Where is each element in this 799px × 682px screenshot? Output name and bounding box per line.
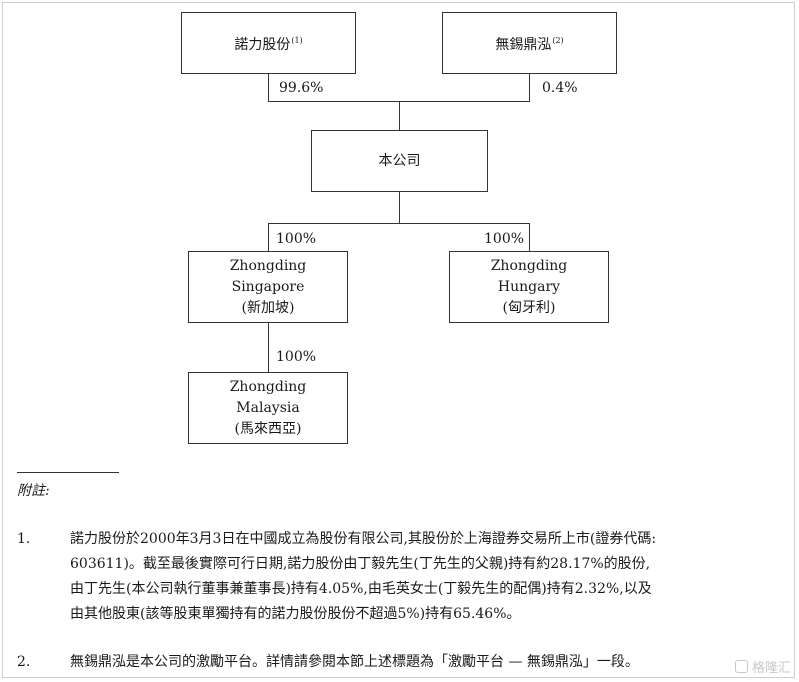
node-singapore: Zhongding Singapore (新加坡) <box>188 251 348 323</box>
edge-label-parent-a: 99.6% <box>279 80 324 96</box>
note-number: 1. <box>17 531 31 547</box>
node-parent-b: 無錫鼎泓(2) <box>442 12 617 74</box>
edge-label-parent-b: 0.4% <box>542 80 578 96</box>
node-company-label: 本公司 <box>378 152 421 169</box>
connector-line <box>529 223 530 251</box>
note-text: 諾力股份於2000年3月3日在中國成立為股份有限公司,其股份於上海證券交易所上市… <box>70 527 782 627</box>
note-text: 無錫鼎泓是本公司的激勵平台。詳情請參閱本節上述標題為「激勵平台 — 無錫鼎泓」一… <box>70 650 782 675</box>
connector-line <box>268 323 269 372</box>
connector-line <box>529 74 530 101</box>
node-company: 本公司 <box>311 130 488 192</box>
node-hungary: Zhongding Hungary (匈牙利) <box>449 251 609 323</box>
node-hungary-line3: (匈牙利) <box>502 299 556 316</box>
watermark: 格隆汇 <box>734 657 791 676</box>
node-parent-b-label: 無錫鼎泓 <box>495 37 552 53</box>
edge-label-malaysia: 100% <box>276 349 317 365</box>
node-hungary-line2: Hungary <box>497 278 561 295</box>
node-singapore-line2: Singapore <box>231 278 305 295</box>
connector-line <box>399 192 400 223</box>
notes-divider <box>17 472 119 473</box>
edge-label-singapore: 100% <box>276 231 317 247</box>
node-parent-a: 諾力股份(1) <box>181 12 356 74</box>
note-line: 無錫鼎泓是本公司的激勵平台。詳情請參閱本節上述標題為「激勵平台 — 無錫鼎泓」一… <box>70 654 639 670</box>
node-malaysia: Zhongding Malaysia (馬來西亞) <box>188 372 348 444</box>
gelonghui-logo-icon <box>734 660 748 673</box>
connector-line <box>268 74 269 101</box>
note-line: 603611)。截至最後實際可行日期,諾力股份由丁毅先生(丁先生的父親)持有約2… <box>70 556 651 572</box>
node-singapore-line3: (新加坡) <box>241 299 295 316</box>
note-line: 由丁先生(本公司執行董事兼董事長)持有4.05%,由毛英女士(丁毅先生的配偶)持… <box>70 581 652 597</box>
connector-line <box>268 223 269 251</box>
node-parent-b-note: (2) <box>552 36 564 45</box>
node-hungary-line1: Zhongding <box>490 257 568 274</box>
node-malaysia-line3: (馬來西亞) <box>234 420 302 437</box>
notes-title: 附註: <box>17 483 50 499</box>
node-parent-a-note: (1) <box>291 36 303 45</box>
connector-line <box>399 101 400 130</box>
connector-line <box>268 223 530 224</box>
edge-label-hungary: 100% <box>484 231 525 247</box>
note-line: 由其他股東(該等股東單獨持有的諾力股份股份不超過5%)持有65.46%。 <box>70 606 521 622</box>
watermark-text: 格隆汇 <box>751 661 791 676</box>
node-parent-a-label: 諾力股份 <box>234 37 291 53</box>
node-malaysia-line2: Malaysia <box>236 399 300 416</box>
note-number: 2. <box>17 654 31 670</box>
node-malaysia-line1: Zhongding <box>229 378 307 395</box>
node-singapore-line1: Zhongding <box>229 257 307 274</box>
note-line: 諾力股份於2000年3月3日在中國成立為股份有限公司,其股份於上海證券交易所上市… <box>70 531 657 547</box>
